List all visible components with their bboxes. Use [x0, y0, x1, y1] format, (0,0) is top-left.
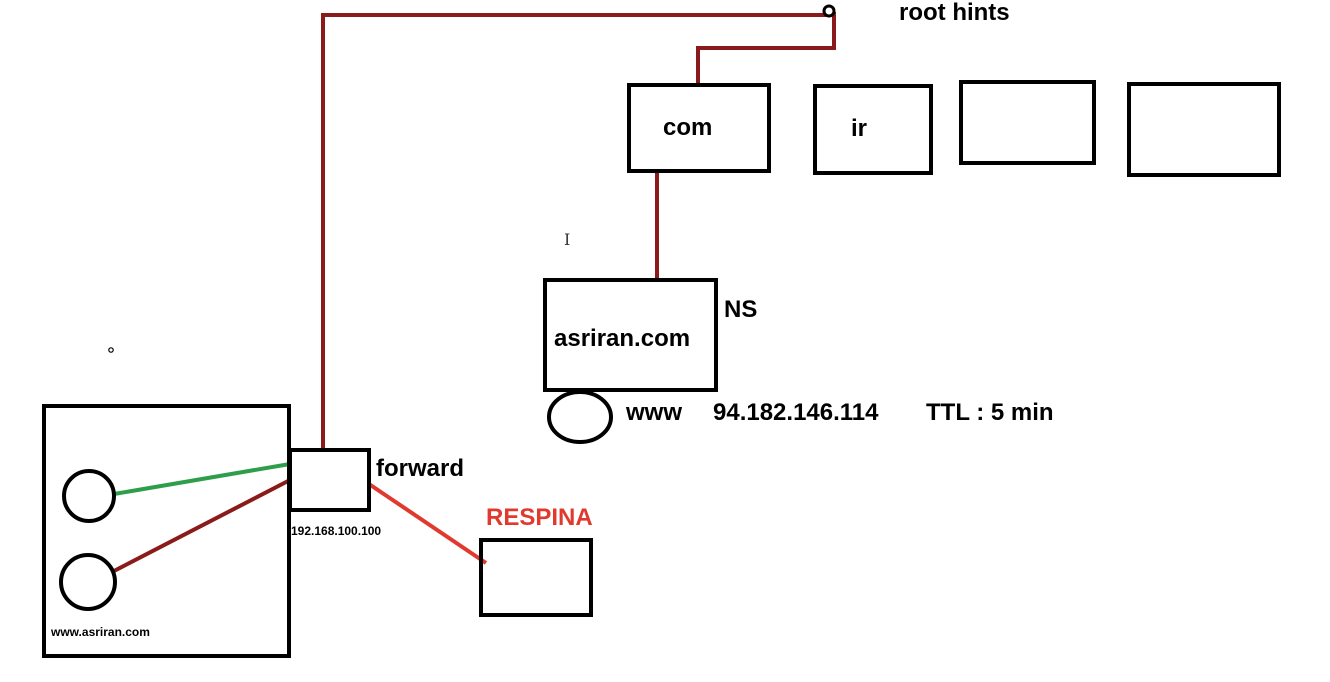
tld-empty-box-1: [959, 80, 1096, 165]
forwarder-to-respina-link: [367, 482, 488, 565]
text-cursor-icon: I: [564, 230, 570, 249]
www-record-node: [547, 390, 613, 444]
respina-label: RESPINA: [486, 504, 593, 531]
www-ip-label: 94.182.146.114: [713, 399, 879, 426]
root-to-com-link: [696, 12, 836, 86]
client-host-2: [59, 553, 117, 611]
root-hints-node: [822, 4, 836, 18]
ttl-label: TTL : 5 min: [926, 399, 1054, 426]
tld-com-label: com: [663, 114, 712, 141]
respina-box: [479, 538, 593, 617]
nameserver-box: [543, 278, 718, 392]
stray-dot: [108, 347, 114, 353]
local-network-box: [42, 404, 291, 658]
client-to-forwarder-link: [113, 478, 291, 573]
client-host-1: [62, 469, 116, 523]
www-label: www: [625, 399, 682, 426]
root-hints-label: root hints: [899, 0, 1010, 26]
ns-label: NS: [724, 296, 757, 323]
client-to-forwarder-green-link: [113, 462, 291, 496]
forwarder-to-root-link: [321, 13, 826, 450]
local-ip-label: 192.168.100.100: [291, 524, 381, 538]
dns-query-path: [113, 12, 836, 573]
client-site-label: www.asriran.com: [50, 625, 150, 639]
forwarder-box: [288, 448, 371, 512]
tld-empty-box-2: [1127, 82, 1281, 177]
nameserver-label: asriran.com: [554, 325, 690, 352]
forward-label: forward: [376, 455, 464, 482]
tld-ir-box: [813, 84, 933, 175]
tld-com-box: [627, 83, 771, 173]
tld-ir-label: ir: [851, 115, 867, 142]
